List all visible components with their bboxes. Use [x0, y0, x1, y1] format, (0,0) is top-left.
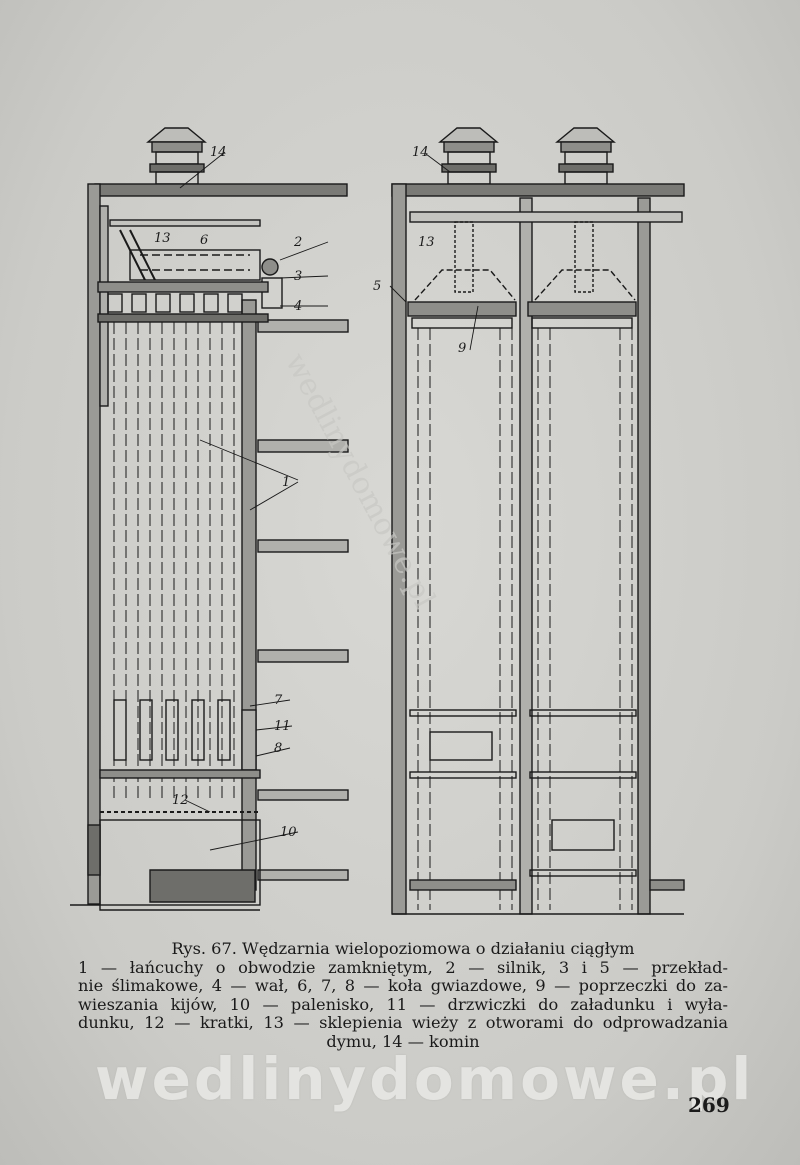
- sprocket-row-bottom: [113, 699, 231, 761]
- smokehouse-drawing: wedlinydomowe.pl 14 13 6 2 3 4 1 7 11 8 …: [70, 127, 685, 915]
- caption-line: dymu, 14 — komin: [326, 1031, 480, 1051]
- label-12: 12: [172, 793, 189, 808]
- diagonal-watermark: wedlinydomowe.pl: [278, 347, 442, 614]
- label-13-right: 13: [418, 235, 435, 250]
- label-9: 9: [458, 341, 466, 356]
- callouts: 14 13 6 2 3 4 1 7 11 8 12 10 14 13 5 9: [154, 145, 466, 840]
- caption-line: wieszania kijów, 10 — palenisko, 11 — dr…: [78, 994, 728, 1014]
- caption-line: 1 — łańcuchy o obwodzie zamkniętym, 2 — …: [78, 957, 728, 977]
- label-2: 2: [293, 235, 302, 250]
- label-7: 7: [274, 693, 283, 708]
- inner-wall-left: [241, 299, 257, 891]
- caption-line: dunku, 12 — kratki, 13 — sklepienia wież…: [78, 1013, 728, 1033]
- left-wall: [87, 183, 101, 905]
- site-watermark: wedlinydomowe.pl: [95, 1045, 755, 1113]
- label-10: 10: [280, 825, 297, 840]
- label-3: 3: [294, 269, 302, 284]
- label-1: 1: [282, 475, 290, 490]
- figure-caption: Rys. 67. Wędzarnia wielopoziomowa o dzia…: [78, 939, 728, 1052]
- chimney-right-2: [555, 127, 616, 185]
- label-13-left: 13: [154, 231, 171, 246]
- label-6: 6: [200, 233, 208, 248]
- label-14-right: 14: [412, 145, 429, 160]
- roof-left: [94, 183, 348, 197]
- chimney-right-1: [438, 127, 499, 185]
- label-14-left: 14: [210, 145, 227, 160]
- label-8: 8: [274, 741, 282, 756]
- roof-right: [391, 183, 685, 197]
- caption-line: nie ślimakowe, 4 — wał, 6, 7, 8 — koła g…: [78, 976, 728, 996]
- chains-left: [113, 322, 235, 800]
- label-4: 4: [293, 299, 302, 314]
- chains-right: [417, 328, 633, 910]
- caption-title: Rys. 67. Wędzarnia wielopoziomowa o dzia…: [171, 939, 635, 958]
- page-number: 269: [688, 1093, 730, 1117]
- sprocket-row-top: [107, 293, 243, 313]
- chimney-left: [146, 127, 207, 185]
- label-5: 5: [373, 279, 381, 294]
- label-11: 11: [274, 719, 291, 734]
